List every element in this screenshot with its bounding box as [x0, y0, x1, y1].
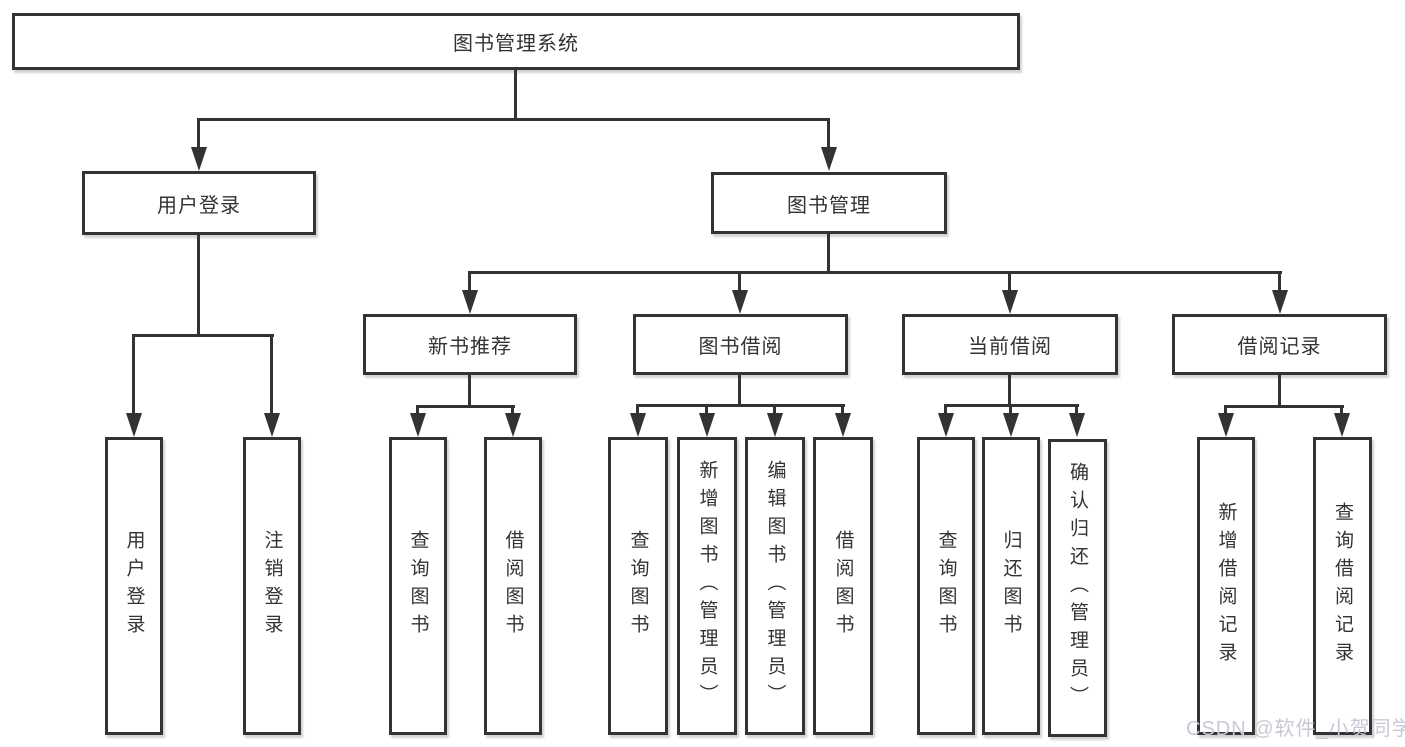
- leaf-logout: 注销登录: [243, 437, 301, 735]
- leaf-add-borrow-record: 新增借阅记录: [1197, 437, 1255, 735]
- connector-leaf-stem: [773, 404, 776, 414]
- node-label: 借阅记录: [1237, 336, 1322, 358]
- node-label: 借阅图书: [832, 530, 854, 642]
- connector-user-login-rail: [132, 334, 274, 337]
- node-new-book-recommendation: 新书推荐: [363, 314, 577, 375]
- connector-leaf-stem: [270, 334, 273, 414]
- node-label: 图书借阅: [698, 336, 783, 358]
- arrowhead-down-icon: [767, 413, 783, 437]
- node-label: 查询图书: [627, 530, 649, 642]
- connector-book-mgmt-stem: [827, 118, 830, 148]
- arrowhead-down-icon: [699, 413, 715, 437]
- connector-borrowing-rail: [636, 404, 845, 407]
- arrowhead-down-icon: [821, 147, 837, 171]
- connector-leaf-stem: [1340, 405, 1343, 414]
- node-label: 注销登录: [261, 530, 283, 642]
- connector-leaf-stem: [944, 404, 947, 414]
- arrowhead-down-icon: [264, 413, 280, 437]
- node-label: 借阅图书: [502, 530, 524, 642]
- node-label: 新书推荐: [428, 336, 512, 358]
- node-book-borrowing: 图书借阅: [633, 314, 848, 375]
- node-label: 用户登录: [157, 194, 241, 217]
- node-label: 新增图书（管理员）: [696, 460, 718, 712]
- leaf-add-books-admin: 新增图书（管理员）: [677, 437, 737, 735]
- node-user-login: 用户登录: [82, 171, 316, 235]
- connector-user-login-stem: [197, 118, 200, 148]
- leaf-borrow-books-borrowing: 借阅图书: [813, 437, 873, 735]
- arrowhead-down-icon: [835, 413, 851, 437]
- node-label: 归还图书: [1000, 530, 1022, 642]
- node-label: 当前借阅: [968, 336, 1052, 358]
- connector-leaf-stem: [511, 405, 514, 414]
- leaf-query-borrow-record: 查询借阅记录: [1313, 437, 1372, 735]
- node-label: 编辑图书（管理员）: [764, 460, 786, 712]
- connector-records-down: [1278, 375, 1281, 406]
- leaf-query-books-current: 查询图书: [917, 437, 975, 735]
- connector-newbook-rail: [416, 405, 515, 408]
- connector-leaf-stem: [1075, 404, 1078, 414]
- leaf-return-books: 归还图书: [982, 437, 1040, 735]
- node-label: 用户登录: [123, 530, 145, 642]
- node-label: 图书管理系统: [453, 33, 579, 55]
- connector-module-stem: [468, 271, 471, 291]
- connector-level3-rail: [468, 271, 1282, 274]
- node-borrowing-records: 借阅记录: [1172, 314, 1387, 375]
- arrowhead-down-icon: [1002, 290, 1018, 314]
- connector-root-stem: [514, 70, 517, 119]
- connector-leaf-stem: [1224, 405, 1227, 414]
- node-current-borrowing: 当前借阅: [902, 314, 1118, 375]
- arrowhead-down-icon: [410, 413, 426, 437]
- connector-user-login-down: [197, 235, 200, 335]
- arrowhead-down-icon: [191, 147, 207, 171]
- connector-module-stem: [738, 271, 741, 291]
- node-label: 查询图书: [935, 530, 957, 642]
- arrowhead-down-icon: [1218, 413, 1234, 437]
- leaf-borrow-books-recommend: 借阅图书: [484, 437, 542, 735]
- arrowhead-down-icon: [630, 413, 646, 437]
- arrowhead-down-icon: [1069, 413, 1085, 437]
- node-label: 图书管理: [787, 194, 871, 217]
- leaf-query-books-borrowing: 查询图书: [608, 437, 668, 735]
- node-label: 查询图书: [407, 530, 429, 642]
- connector-leaf-stem: [636, 404, 639, 414]
- connector-leaf-stem: [416, 405, 419, 414]
- leaf-confirm-return-admin: 确认归还（管理员）: [1048, 439, 1107, 737]
- arrowhead-down-icon: [126, 413, 142, 437]
- node-label: 确认归还（管理员）: [1067, 462, 1088, 714]
- connector-level2-rail: [197, 118, 830, 121]
- connector-current-down: [1008, 375, 1011, 405]
- connector-leaf-stem: [132, 334, 135, 414]
- arrowhead-down-icon: [1272, 290, 1288, 314]
- csdn-watermark: CSDN @软件_小贺同学: [1186, 718, 1405, 740]
- node-library-management-system: 图书管理系统: [12, 13, 1020, 70]
- connector-leaf-stem: [841, 404, 844, 414]
- arrowhead-down-icon: [505, 413, 521, 437]
- connector-borrowing-down: [738, 375, 741, 405]
- leaf-user-login: 用户登录: [105, 437, 163, 735]
- arrowhead-down-icon: [1334, 413, 1350, 437]
- connector-leaf-stem: [1009, 404, 1012, 414]
- leaf-query-books-recommend: 查询图书: [389, 437, 447, 735]
- node-book-management: 图书管理: [711, 172, 947, 234]
- leaf-edit-books-admin: 编辑图书（管理员）: [745, 437, 805, 735]
- connector-leaf-stem: [705, 404, 708, 414]
- arrowhead-down-icon: [1003, 413, 1019, 437]
- arrowhead-down-icon: [462, 290, 478, 314]
- node-label: 新增借阅记录: [1215, 502, 1237, 670]
- connector-newbook-down: [468, 375, 471, 406]
- arrowhead-down-icon: [732, 290, 748, 314]
- connector-module-stem: [1278, 271, 1281, 291]
- connector-records-rail: [1224, 405, 1344, 408]
- connector-module-stem: [1008, 271, 1011, 291]
- connector-book-mgmt-down: [827, 234, 830, 272]
- node-label: 查询借阅记录: [1332, 502, 1353, 670]
- arrowhead-down-icon: [938, 413, 954, 437]
